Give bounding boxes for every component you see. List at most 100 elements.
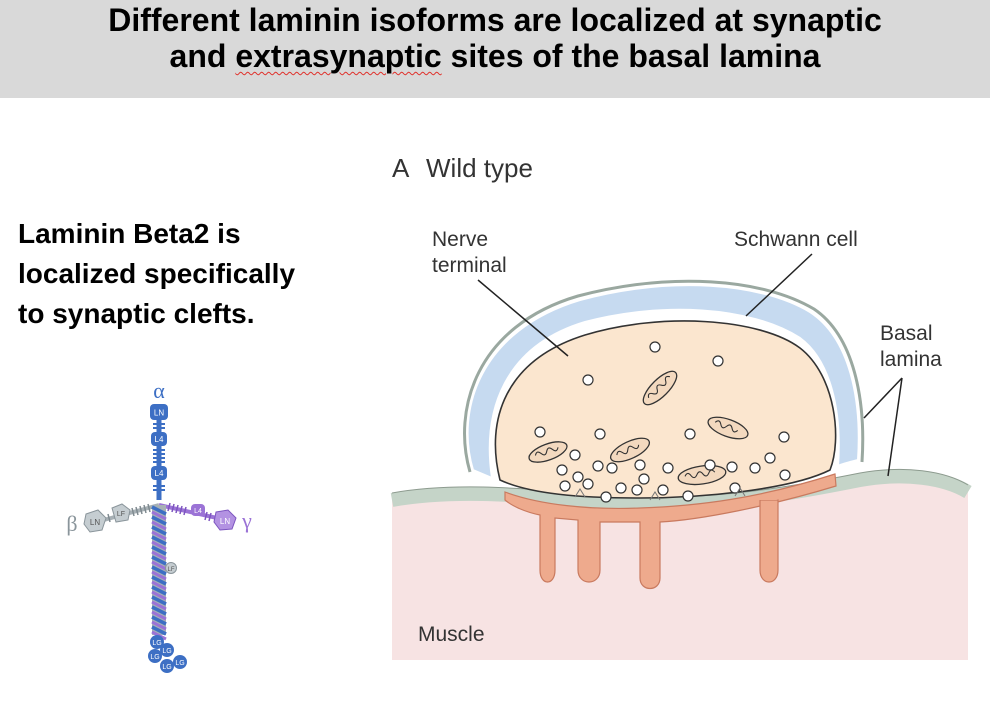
nerve-terminal-label: Nerve [432, 228, 488, 251]
gamma-ln-label: LN [220, 517, 230, 526]
coil-alpha-stripe [151, 505, 167, 516]
synaptic-vesicle [704, 459, 716, 471]
synaptic-vesicles [534, 341, 791, 503]
slide-title-line-1: Different laminin isoforms are localized… [108, 2, 882, 38]
coil-alpha-stripe [151, 605, 167, 616]
synaptic-vesicle [569, 449, 581, 461]
mitochondria [528, 370, 749, 486]
alpha-chain-label: α [153, 378, 165, 403]
mitochondrion [707, 416, 749, 440]
alpha-ln-domain [150, 404, 168, 420]
lg-label: LG [162, 648, 171, 655]
lg-domain [160, 659, 174, 673]
synaptic-vesicle [684, 428, 696, 440]
lg-label: LG [150, 654, 159, 661]
nmj-diagram: A Wild type [390, 153, 972, 660]
coil-gamma-stripe [151, 510, 167, 521]
synaptic-vesicle [638, 473, 650, 485]
synaptic-vesicle [606, 462, 618, 474]
synaptic-vesicle [634, 459, 646, 471]
mitochondrion [677, 464, 727, 486]
coil-gamma-stripe [151, 590, 167, 601]
synaptic-vesicle [592, 460, 604, 472]
coil-alpha-stripe [151, 575, 167, 586]
schwann-cell-leader-line [745, 253, 813, 317]
alpha-ln-label: LN [154, 409, 164, 418]
laminin-heterotrimer-diagram: LN L4 L4 LF LN β L4 LN γ α [66, 378, 252, 673]
basal-lamina-label: Basal [880, 322, 933, 345]
synaptic-vesicle [615, 482, 627, 494]
description-text: Laminin Beta2 is localized specifically … [18, 214, 358, 334]
coil-alpha-stripe [151, 535, 167, 546]
coil-alpha-stripe [151, 595, 167, 606]
description-line: localized specifically [18, 258, 296, 289]
synaptic-vesicle [712, 355, 724, 367]
lg-domain [160, 643, 174, 657]
schwann-basal-lamina [463, 279, 865, 473]
gamma-l4-label: L4 [194, 508, 202, 515]
coil-gamma-stripe [151, 550, 167, 561]
coil-gamma-stripe [151, 520, 167, 531]
alpha-l4-domain [151, 432, 167, 446]
active-zones [574, 487, 746, 501]
synaptic-vesicle [600, 491, 612, 503]
mitochondrion [642, 370, 678, 406]
beta-le-segments [107, 503, 151, 523]
beta-chain-label: β [66, 511, 77, 536]
coil-gamma-stripe [151, 540, 167, 551]
synaptic-vesicle [534, 426, 546, 438]
synaptic-vesicle [764, 452, 776, 464]
lg-domain [150, 635, 164, 649]
synaptic-vesicle [682, 490, 694, 502]
coil-alpha-stripe [151, 585, 167, 596]
synaptic-vesicle [594, 428, 606, 440]
synaptic-vesicle [582, 478, 594, 490]
coil-alpha-stripe [151, 565, 167, 576]
lg-label: LG [162, 664, 171, 671]
panel-label: A [392, 153, 410, 183]
mitochondrion [528, 441, 568, 463]
beta-ln-domain [83, 509, 107, 533]
muscle-label: Muscle [418, 623, 485, 646]
coil-gamma-stripe [151, 560, 167, 571]
nerve-terminal-label: terminal [432, 254, 507, 277]
title-bar: Different laminin isoforms are localized… [0, 0, 990, 98]
coil-gamma-stripe [151, 580, 167, 591]
lg-domain [148, 649, 162, 663]
coil-alpha-stripe [151, 555, 167, 566]
lg-label: LG [175, 660, 184, 667]
lg-label: LG [152, 640, 161, 647]
coil-alpha-stripe [151, 615, 167, 626]
mitochondrion [609, 437, 651, 463]
synaptic-vesicle [582, 374, 594, 386]
gamma-ln-domain [213, 509, 237, 531]
alpha-l4-label: L4 [155, 435, 164, 444]
synaptic-vesicle [749, 462, 761, 474]
postsynaptic-membrane [504, 473, 837, 590]
panel-title: Wild type [426, 153, 533, 183]
spellcheck-flagged-word[interactable]: extrasynaptic [235, 38, 442, 74]
alpha-le-segments [153, 423, 165, 491]
coil-alpha-stripe [151, 625, 167, 636]
synaptic-vesicle [631, 484, 643, 496]
gamma-l4-domain [191, 504, 205, 516]
description-line: Laminin Beta2 is [18, 218, 241, 249]
slide-title-line-2: and extrasynaptic sites of the basal lam… [0, 38, 990, 74]
muscle-fiber [392, 476, 968, 660]
synaptic-vesicle [726, 461, 738, 473]
junctional-fold [759, 499, 779, 583]
title-text: sites of the basal lamina [441, 38, 821, 74]
lg-domains: LG LG LG LG LG [148, 635, 187, 673]
basal-lamina-leader-line [887, 377, 903, 477]
basal-lamina-leader-line [863, 377, 903, 419]
coiled-coil-stripes [151, 505, 167, 641]
synaptic-vesicle [662, 462, 674, 474]
coil-lf-domain [165, 562, 177, 574]
synaptic-vesicle [729, 482, 741, 494]
coil-gamma-stripe [151, 610, 167, 621]
coil-alpha-stripe [151, 525, 167, 536]
synaptic-vesicle [559, 480, 571, 492]
coil-alpha-stripe [151, 545, 167, 556]
postsynaptic-membrane-joint [712, 496, 778, 512]
